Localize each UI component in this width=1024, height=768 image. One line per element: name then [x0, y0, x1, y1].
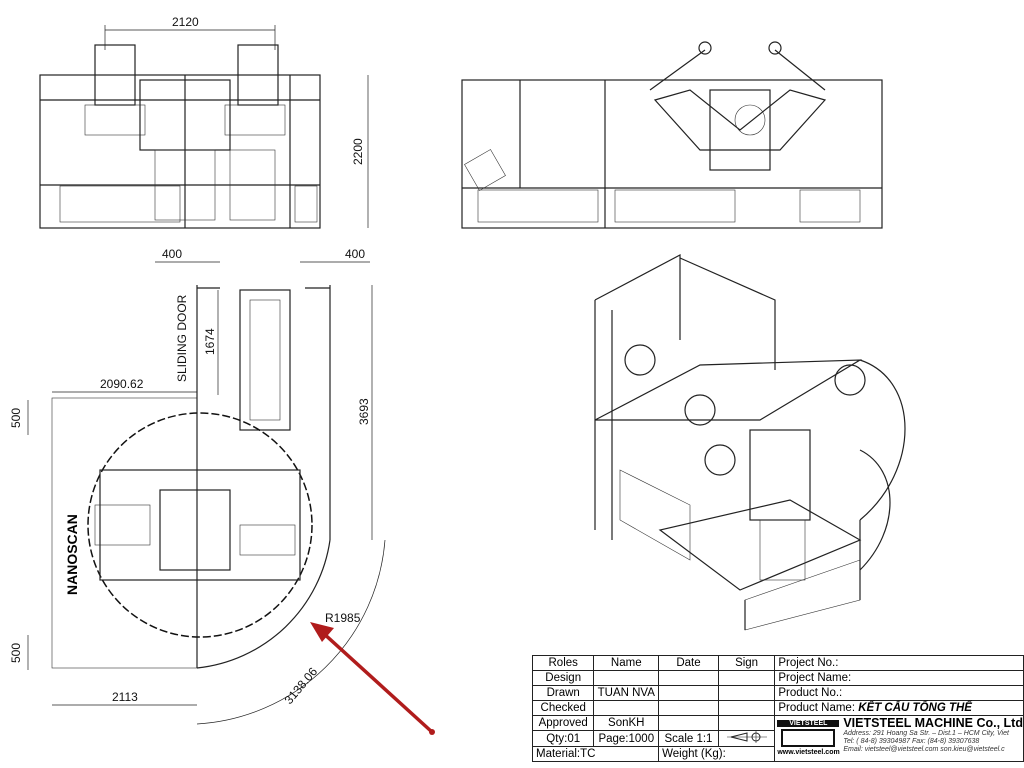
nanoscan-label: NANOSCAN [64, 514, 80, 595]
weight: Weight (Kg): [658, 746, 776, 762]
company-email: Email: vietsteel@vietsteel.com son.kieu@… [843, 746, 1005, 753]
project-name: Project Name: [774, 670, 1024, 686]
name-cell [593, 700, 660, 716]
dim-500-top: 500 [9, 408, 23, 428]
front-view: 2120 2200 [39, 15, 369, 229]
plan-view: 400 400 1674 SLIDING DOOR 2090.62 500 36… [9, 247, 386, 725]
sliding-door-label: SLIDING DOOR [175, 294, 189, 382]
header-sign: Sign [717, 655, 776, 671]
company-logo: VIETSTEEL www.vietsteel.com [777, 720, 840, 756]
name-cell [593, 670, 660, 686]
product-no: Product No.: [774, 685, 1024, 701]
company-tel: Tel: ( 84-8) 39304987 Fax: (84-8) 393076… [843, 738, 980, 745]
dim-2200: 2200 [351, 138, 365, 165]
product-name: KẾT CẤU TỔNG THỂ [858, 702, 972, 714]
header-roles: Roles [531, 655, 595, 671]
red-annotation-arrow [310, 622, 435, 735]
dim-400-left: 400 [162, 247, 182, 261]
role-approved: Approved [531, 715, 595, 731]
dim-500-bottom: 500 [9, 643, 23, 663]
title-block: Roles Name Date Sign Project No.: Design… [531, 655, 1024, 762]
product-name-row: Product Name: KẾT CẤU TỔNG THỂ [774, 700, 1024, 716]
product-name-label: Product Name: [778, 702, 856, 714]
first-angle-projection-icon [717, 730, 776, 747]
header-date: Date [658, 655, 719, 671]
dim-2120: 2120 [172, 15, 199, 29]
role-design: Design [531, 670, 595, 686]
side-view [461, 41, 883, 229]
dim-2090: 2090.62 [100, 377, 144, 391]
name-cell: TUAN NVA [593, 685, 660, 701]
role-drawn: Drawn [531, 685, 595, 701]
dim-2113: 2113 [112, 690, 138, 704]
scale: Scale 1:1 [658, 730, 719, 747]
role-checked: Checked [531, 700, 595, 716]
radius-label: R1985 [325, 611, 361, 625]
arc-length-label: 3138.06 [282, 664, 321, 706]
qty: Qty:01 [531, 730, 595, 747]
header-name: Name [593, 655, 660, 671]
dim-3693: 3693 [357, 398, 371, 425]
project-no: Project No.: [774, 655, 1024, 671]
page: Page:1000 [593, 730, 660, 747]
company-name: VIETSTEEL MACHINE Co., Ltd [843, 716, 1023, 730]
company-block: VIETSTEEL www.vietsteel.com VIETSTEEL MA… [774, 715, 1024, 762]
material: Material:TC [531, 746, 660, 762]
isometric-view [594, 254, 906, 631]
dim-400-right: 400 [345, 247, 365, 261]
dim-1674: 1674 [203, 328, 217, 355]
name-cell: SonKH [593, 715, 660, 731]
company-address: Address: 291 Hoang Sa Str. – Dist.1 – HC… [843, 730, 1009, 737]
